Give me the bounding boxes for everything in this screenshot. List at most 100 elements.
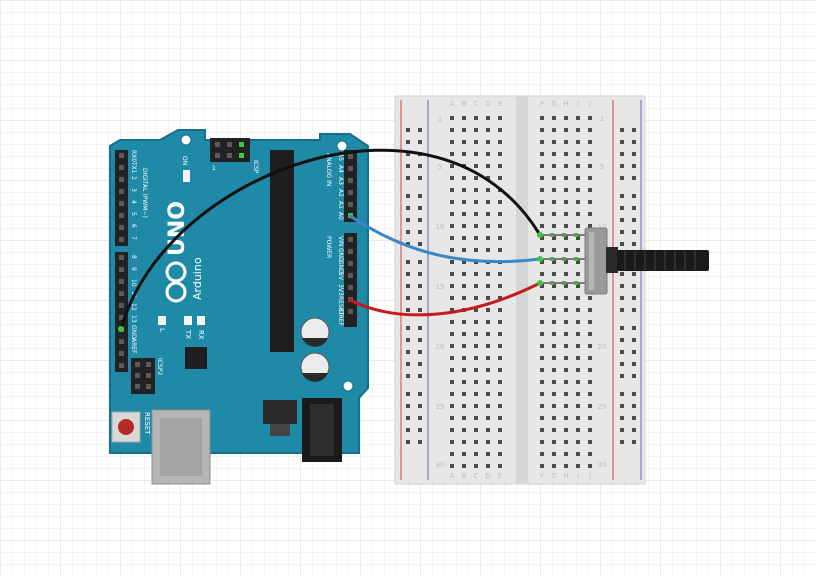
breadboard-hole[interactable]	[450, 308, 454, 312]
breadboard-hole[interactable]	[498, 416, 502, 420]
breadboard-hole[interactable]	[588, 416, 592, 420]
breadboard-hole[interactable]	[474, 344, 478, 348]
breadboard-hole[interactable]	[576, 380, 580, 384]
breadboard-hole[interactable]	[552, 212, 556, 216]
breadboard-hole[interactable]	[418, 392, 422, 396]
breadboard-hole[interactable]	[418, 440, 422, 444]
breadboard-hole[interactable]	[540, 308, 544, 312]
breadboard-hole[interactable]	[462, 224, 466, 228]
breadboard-hole[interactable]	[450, 380, 454, 384]
breadboard-hole[interactable]	[498, 344, 502, 348]
breadboard-hole[interactable]	[632, 194, 636, 198]
breadboard-hole[interactable]	[406, 242, 410, 246]
breadboard-hole[interactable]	[418, 416, 422, 420]
breadboard-hole[interactable]	[540, 380, 544, 384]
breadboard-hole[interactable]	[418, 164, 422, 168]
breadboard-hole[interactable]	[486, 128, 490, 132]
breadboard-hole[interactable]	[474, 116, 478, 120]
breadboard-hole[interactable]	[486, 464, 490, 468]
breadboard-hole[interactable]	[632, 308, 636, 312]
breadboard-hole[interactable]	[620, 362, 624, 366]
breadboard-hole[interactable]	[576, 452, 580, 456]
breadboard-hole[interactable]	[462, 452, 466, 456]
breadboard-hole[interactable]	[552, 140, 556, 144]
breadboard-hole[interactable]	[450, 356, 454, 360]
breadboard-hole[interactable]	[462, 212, 466, 216]
breadboard-hole[interactable]	[564, 452, 568, 456]
icsp-header[interactable]	[210, 138, 250, 162]
breadboard-hole[interactable]	[450, 260, 454, 264]
breadboard-hole[interactable]	[474, 284, 478, 288]
breadboard-hole[interactable]	[418, 350, 422, 354]
breadboard-hole[interactable]	[620, 440, 624, 444]
breadboard-hole[interactable]	[588, 152, 592, 156]
breadboard-hole[interactable]	[620, 152, 624, 156]
reset-button[interactable]	[118, 419, 134, 435]
breadboard-hole[interactable]	[552, 404, 556, 408]
breadboard-hole[interactable]	[474, 416, 478, 420]
breadboard-hole[interactable]	[406, 206, 410, 210]
breadboard-hole[interactable]	[588, 200, 592, 204]
breadboard-hole[interactable]	[552, 236, 556, 240]
breadboard-hole[interactable]	[498, 272, 502, 276]
breadboard-hole[interactable]	[474, 428, 478, 432]
breadboard-hole[interactable]	[552, 248, 556, 252]
breadboard-hole[interactable]	[406, 260, 410, 264]
breadboard-hole[interactable]	[406, 362, 410, 366]
breadboard-hole[interactable]	[406, 350, 410, 354]
breadboard-hole[interactable]	[474, 212, 478, 216]
breadboard-hole[interactable]	[620, 176, 624, 180]
breadboard-hole[interactable]	[486, 164, 490, 168]
breadboard-hole[interactable]	[564, 428, 568, 432]
breadboard-hole[interactable]	[588, 380, 592, 384]
breadboard-hole[interactable]	[450, 164, 454, 168]
breadboard-hole[interactable]	[418, 242, 422, 246]
breadboard-hole[interactable]	[450, 332, 454, 336]
breadboard-hole[interactable]	[632, 404, 636, 408]
breadboard-hole[interactable]	[498, 176, 502, 180]
breadboard-hole[interactable]	[564, 368, 568, 372]
breadboard-hole[interactable]	[564, 188, 568, 192]
breadboard-hole[interactable]	[486, 356, 490, 360]
breadboard-hole[interactable]	[418, 362, 422, 366]
breadboard-hole[interactable]	[540, 404, 544, 408]
breadboard-hole[interactable]	[576, 116, 580, 120]
breadboard-hole[interactable]	[620, 296, 624, 300]
breadboard-hole[interactable]	[474, 152, 478, 156]
breadboard-hole[interactable]	[406, 374, 410, 378]
breadboard-hole[interactable]	[540, 224, 544, 228]
breadboard-hole[interactable]	[564, 212, 568, 216]
breadboard-hole[interactable]	[406, 296, 410, 300]
breadboard-hole[interactable]	[552, 392, 556, 396]
breadboard-hole[interactable]	[418, 194, 422, 198]
breadboard-hole[interactable]	[620, 374, 624, 378]
breadboard-hole[interactable]	[588, 392, 592, 396]
breadboard-hole[interactable]	[450, 392, 454, 396]
breadboard-hole[interactable]	[632, 128, 636, 132]
breadboard-hole[interactable]	[540, 212, 544, 216]
breadboard-hole[interactable]	[576, 128, 580, 132]
breadboard-hole[interactable]	[576, 272, 580, 276]
breadboard-hole[interactable]	[498, 224, 502, 228]
breadboard-hole[interactable]	[406, 194, 410, 198]
breadboard-hole[interactable]	[552, 356, 556, 360]
breadboard-hole[interactable]	[450, 176, 454, 180]
breadboard-hole[interactable]	[450, 464, 454, 468]
breadboard-hole[interactable]	[462, 356, 466, 360]
breadboard-hole[interactable]	[474, 464, 478, 468]
breadboard-hole[interactable]	[462, 464, 466, 468]
breadboard-hole[interactable]	[462, 248, 466, 252]
breadboard-hole[interactable]	[406, 218, 410, 222]
breadboard-hole[interactable]	[462, 368, 466, 372]
breadboard-hole[interactable]	[632, 140, 636, 144]
breadboard-hole[interactable]	[486, 236, 490, 240]
breadboard-hole[interactable]	[474, 392, 478, 396]
breadboard-hole[interactable]	[564, 248, 568, 252]
breadboard-hole[interactable]	[588, 404, 592, 408]
breadboard-hole[interactable]	[450, 188, 454, 192]
breadboard-hole[interactable]	[632, 164, 636, 168]
breadboard-hole[interactable]	[418, 296, 422, 300]
breadboard-hole[interactable]	[418, 326, 422, 330]
breadboard-hole[interactable]	[406, 428, 410, 432]
breadboard-hole[interactable]	[450, 452, 454, 456]
